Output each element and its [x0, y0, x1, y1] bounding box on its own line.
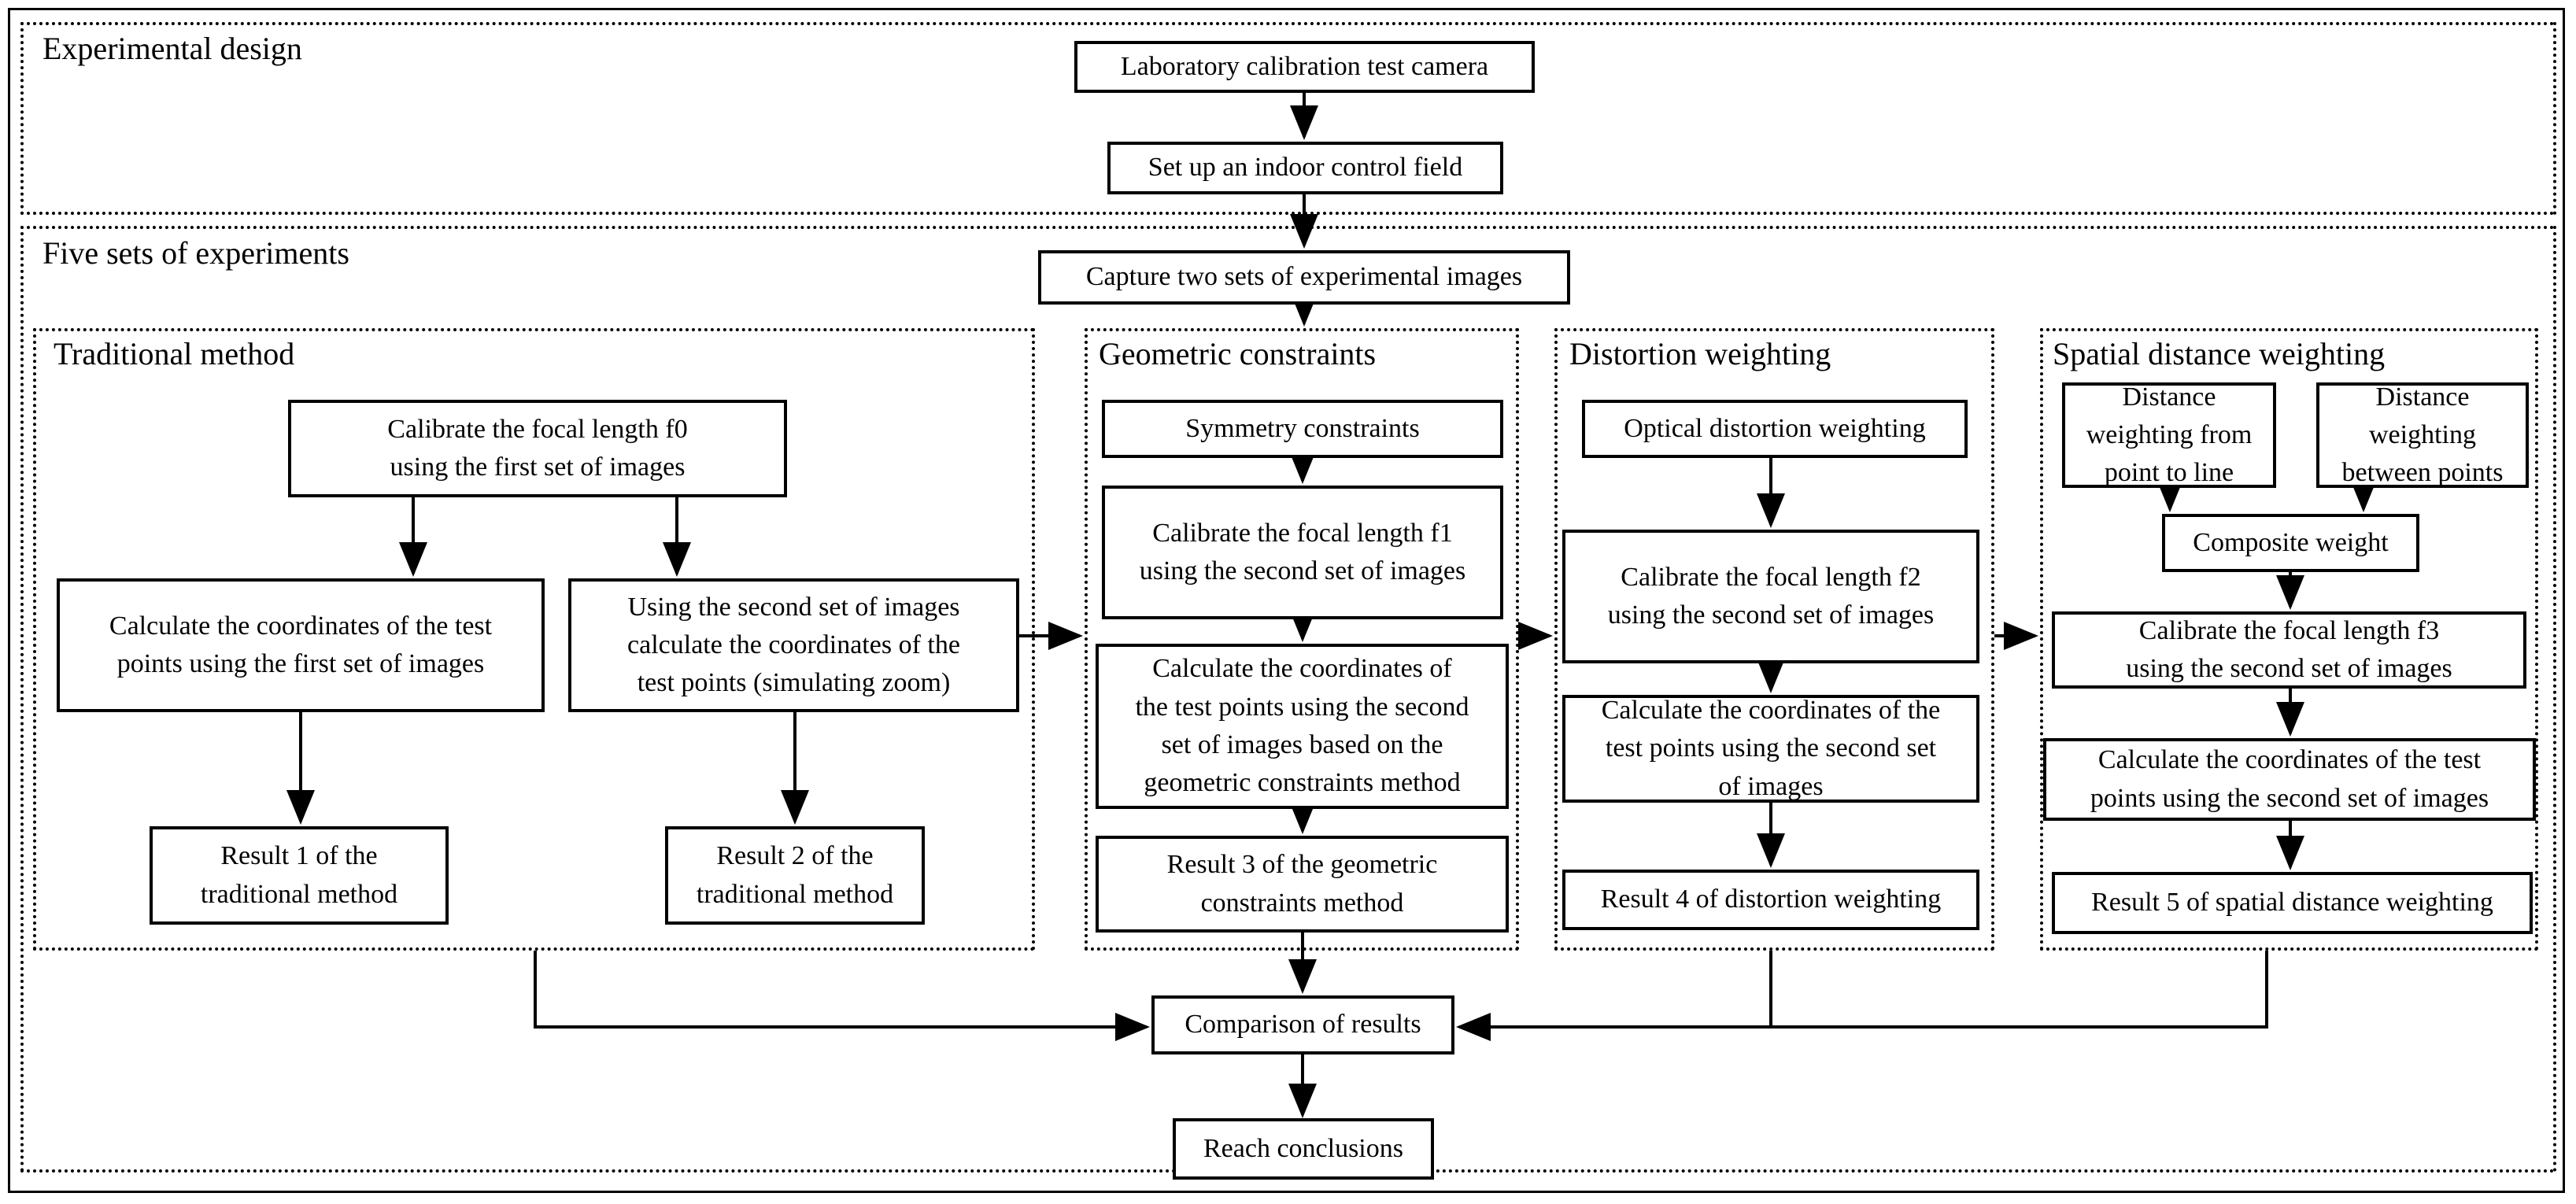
node-result1: Result 1 of the traditional method — [150, 826, 449, 925]
section-label-spatial-distance-weighting: Spatial distance weighting — [2053, 336, 2386, 371]
node-calibrate-f1: Calibrate the focal length f1 using the … — [1102, 486, 1503, 619]
node-calc-coords-simulating-zoom: Using the second set of images calculate… — [568, 578, 1019, 712]
node-reach-conclusions: Reach conclusions — [1173, 1118, 1434, 1180]
node-result4: Result 4 of distortion weighting — [1562, 870, 1979, 930]
node-laboratory-calibration: Laboratory calibration test camera — [1074, 41, 1535, 93]
node-symmetry-constraints: Symmetry constraints — [1102, 400, 1503, 458]
node-calc-coords-distortion: Calculate the coordinates of the test po… — [1562, 695, 1979, 803]
node-indoor-control-field: Set up an indoor control field — [1107, 142, 1503, 194]
section-label-distortion-weighting: Distortion weighting — [1569, 336, 1831, 371]
node-result3: Result 3 of the geometric constraints me… — [1096, 836, 1509, 933]
node-calibrate-f2: Calibrate the focal length f2 using the … — [1562, 530, 1979, 663]
zone-experimental-design — [20, 22, 2556, 215]
node-distance-between-points: Distance weighting between points — [2316, 382, 2529, 488]
section-traditional-method — [33, 328, 1035, 951]
node-distance-point-to-line: Distance weighting from point to line — [2062, 382, 2276, 488]
section-label-geometric-constraints: Geometric constraints — [1099, 336, 1377, 371]
node-optical-distortion-weighting: Optical distortion weighting — [1582, 400, 1968, 458]
zone-label-five-sets: Five sets of experiments — [43, 235, 349, 271]
node-comparison-of-results: Comparison of results — [1151, 995, 1454, 1054]
node-calc-coords-geometric: Calculate the coordinates of the test po… — [1096, 644, 1509, 809]
node-calc-coords-first-set: Calculate the coordinates of the test po… — [57, 578, 545, 712]
arrow-spatial-to-comparison — [1456, 951, 2268, 1041]
outer-border — [8, 8, 2565, 1193]
node-result2: Result 2 of the traditional method — [665, 826, 925, 925]
node-calibrate-f3: Calibrate the focal length f3 using the … — [2052, 611, 2526, 689]
node-calibrate-f0: Calibrate the focal length f0 using the … — [288, 400, 787, 497]
node-result5: Result 5 of spatial distance weighting — [2052, 872, 2533, 934]
section-distortion-weighting — [1554, 328, 1994, 951]
node-capture-images: Capture two sets of experimental images — [1038, 250, 1570, 305]
section-spatial-distance-weighting — [2040, 328, 2538, 951]
section-label-traditional-method: Traditional method — [54, 336, 295, 371]
zone-label-experimental-design: Experimental design — [43, 31, 302, 66]
node-composite-weight: Composite weight — [2162, 514, 2419, 572]
arrow-traditional-to-comparison — [534, 951, 1150, 1041]
node-calc-coords-spatial: Calculate the coordinates of the test po… — [2043, 738, 2536, 821]
